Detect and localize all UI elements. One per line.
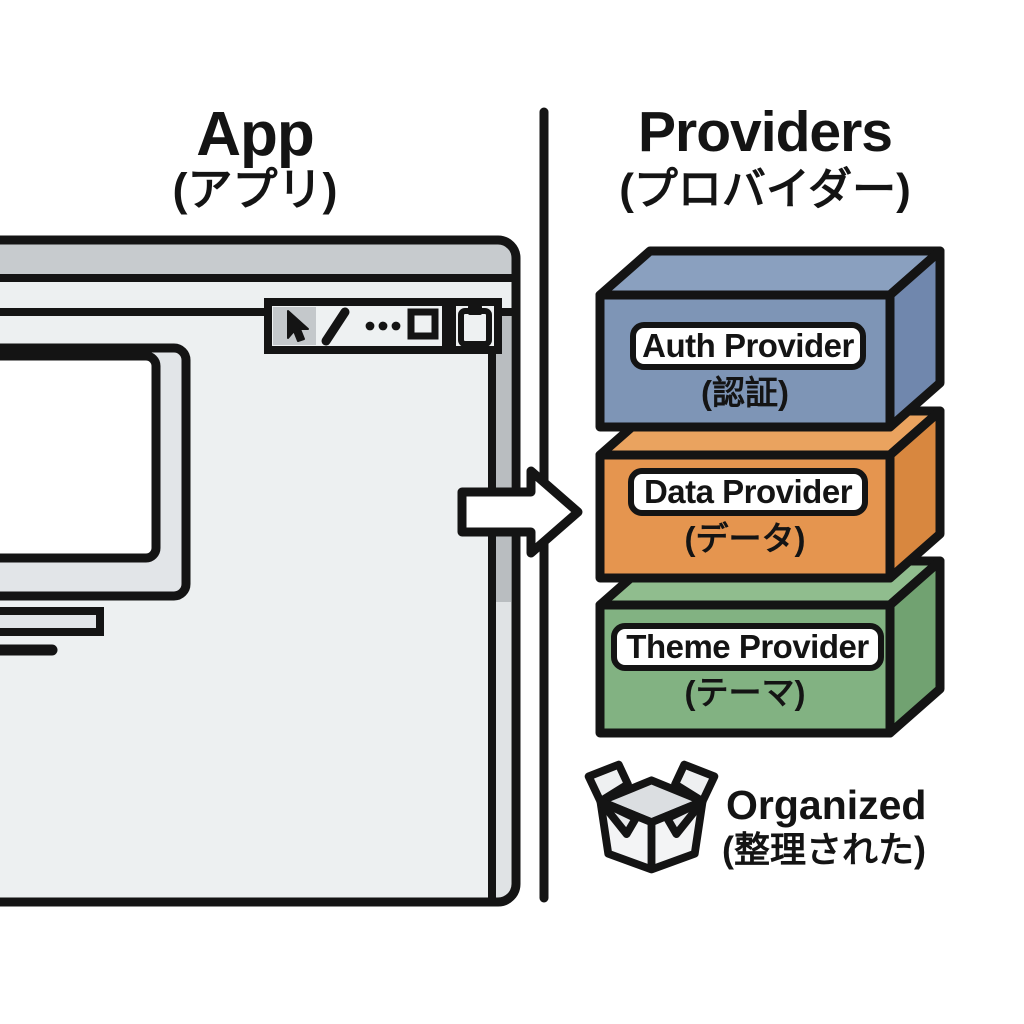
providers-title: Providers [638,100,893,164]
data-provider-jp: (データ) [684,520,806,557]
scrollbar-track [496,602,511,902]
ellipsis-icon [365,321,401,331]
open-box-icon [584,760,719,874]
organized-jp: (整理された) [722,829,926,870]
theme-provider-label: Theme Provider [611,623,884,671]
window-titlebar [0,240,516,276]
window-frame [0,235,521,907]
clipboard-icon [458,305,492,347]
auth-box-top-face [595,246,945,300]
providers-subtitle: (プロバイダー) [619,165,911,214]
flow-arrow-icon [457,466,583,558]
theme-provider-jp: (テーマ) [684,674,806,711]
cursor-icon [287,310,309,342]
inner-canvas [0,351,161,563]
square-icon [407,308,439,340]
app-title: App [196,100,315,169]
auth-provider-label: Auth Provider [630,322,866,370]
pen-icon [321,307,350,346]
organized-label: Organized [726,782,927,828]
placeholder-bar [0,607,104,636]
scrollbar-thumb [496,316,511,602]
auth-provider-jp: (認証) [701,374,789,411]
app-subtitle: (アプリ) [172,164,338,215]
window-toolbar [264,298,502,354]
app-window-mockup [0,235,521,907]
data-provider-label: Data Provider [628,468,868,516]
